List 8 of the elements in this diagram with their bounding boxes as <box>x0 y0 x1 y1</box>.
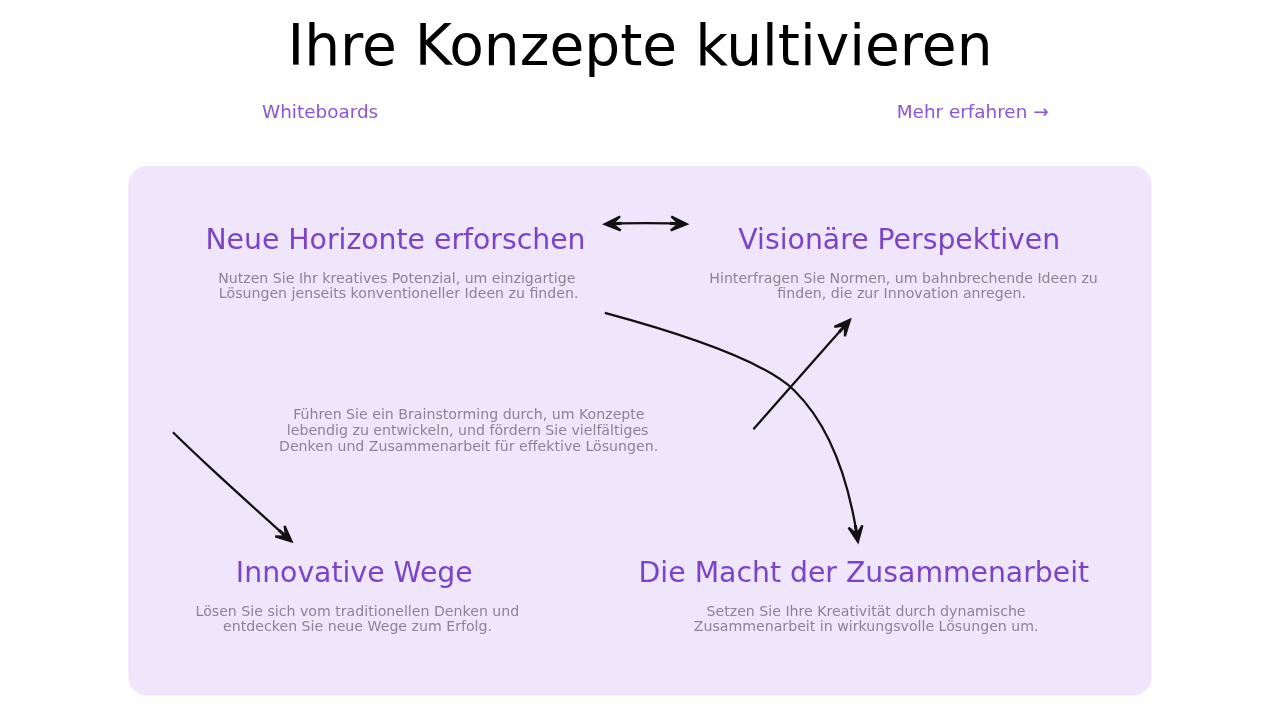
label: Whiteboards <box>262 100 379 122</box>
node-text: Visionäre Perspektiven Hinterfragen Sie Normen, um bahnbrechende Ideen zu finden, die zur Innovation anregen. <box>709 222 1098 302</box>
diagram-title: Ihre Konzepte kultivieren <box>287 11 993 78</box>
node-text: Neue Horizonte erforschen Nutzen Sie Ihr kreatives Potenzial, um einzigartige Lösungen jenseits konventioneller Ideen zu finden. <box>205 222 586 302</box>
label: Mehr erfahren → <box>896 100 1049 122</box>
node-text: Die Macht der Zusammenarbeit Setzen Sie Ihre Kreativität durch dynamische Zusammenarbeit in wirkungsvolle Lösungen um. <box>638 555 1090 635</box>
node-text: Innovative Wege Lösen Sie sich vom traditionellen Denken und entdecken Sie neue Wege zum Erfolg. <box>195 555 520 635</box>
node-text: Führen Sie ein Brainstorming durch, um Konzepte lebendig zu entwickeln, und fördern Sie vielfältiges Denken und Zusammenarbeit für effektive Lösungen. <box>279 406 659 454</box>
